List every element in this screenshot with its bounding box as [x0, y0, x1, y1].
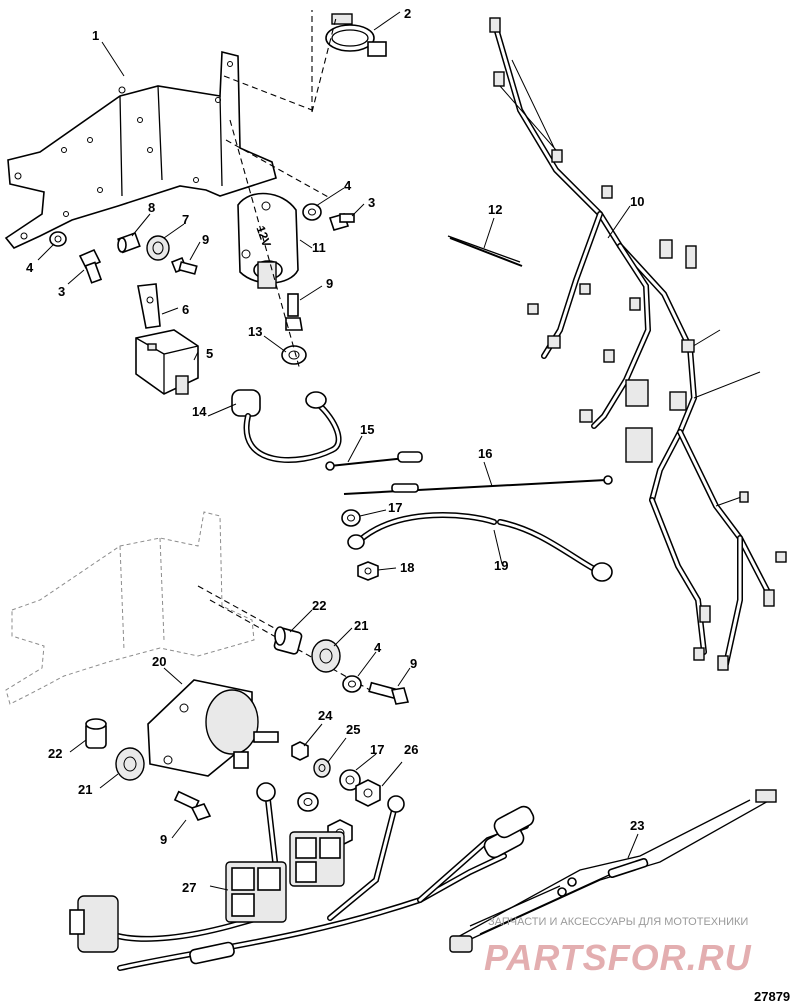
callout-3: 3 — [368, 195, 375, 210]
relay-harness-27 — [69, 782, 535, 971]
callout-4: 4 — [26, 260, 34, 275]
voltage-module: 12V — [237, 192, 299, 289]
mounting-bracket — [4, 50, 277, 249]
washer-4a — [49, 231, 67, 247]
callout-12: 12 — [488, 202, 502, 217]
grommet-21b — [115, 747, 145, 781]
callout-27: 27 — [182, 880, 196, 895]
figure-number: 27879 — [754, 989, 790, 1004]
callout-17: 17 — [388, 500, 402, 515]
grommet-7 — [146, 235, 170, 261]
screw-9d — [173, 790, 212, 821]
leader-lines — [37, 11, 639, 891]
callout-5: 5 — [206, 346, 213, 361]
screw-9b — [285, 293, 303, 331]
grommet-21a — [311, 639, 341, 673]
nut-26 — [355, 779, 381, 807]
callout-22: 22 — [312, 598, 326, 613]
cable-15 — [325, 451, 423, 471]
callout-9: 9 — [160, 832, 167, 847]
callout-25: 25 — [346, 722, 360, 737]
callout-15: 15 — [360, 422, 374, 437]
callout-22: 22 — [48, 746, 62, 761]
wire-harness-10 — [489, 17, 787, 671]
washer-4b — [302, 203, 322, 221]
jumper-harness-23 — [449, 789, 777, 953]
callout-19: 19 — [494, 558, 508, 573]
rod-12 — [447, 235, 523, 267]
callout-10: 10 — [630, 194, 644, 209]
callout-6: 6 — [182, 302, 189, 317]
callout-7: 7 — [182, 212, 189, 227]
callout-4: 4 — [344, 178, 352, 193]
callout-16: 16 — [478, 446, 492, 461]
washer-17a — [341, 509, 361, 527]
callout-4: 4 — [374, 640, 382, 655]
washer-4c — [342, 675, 362, 693]
callout-11: 11 — [312, 240, 326, 255]
screw-3b — [328, 213, 355, 231]
module-marking: 12V — [253, 224, 273, 249]
washer-extra — [297, 792, 319, 812]
callout-9: 9 — [410, 656, 417, 671]
cable-16 — [343, 475, 613, 495]
callout-9: 9 — [326, 276, 333, 291]
bushing-8 — [117, 231, 141, 254]
callout-14: 14 — [192, 404, 207, 419]
washer-17b — [339, 769, 361, 791]
callout-18: 18 — [400, 560, 414, 575]
watermark: ЗАПЧАСТИ И АКСЕССУАРЫ ДЛЯ МОТОТЕХНИКИ PA… — [484, 916, 752, 978]
relay — [135, 329, 199, 395]
washer-13 — [281, 345, 307, 365]
bushing-22b — [85, 718, 107, 749]
watermark-brand: PARTSFOR.RU — [484, 937, 752, 978]
callout-20: 20 — [152, 654, 166, 669]
nut-18 — [357, 561, 379, 581]
callout-23: 23 — [630, 818, 644, 833]
screw-3a — [78, 248, 103, 284]
bushing-22a — [273, 626, 303, 655]
callout-9: 9 — [202, 232, 209, 247]
callout-13: 13 — [248, 324, 262, 339]
callout-2: 2 — [404, 6, 411, 21]
callout-26: 26 — [404, 742, 418, 757]
cable-19 — [347, 512, 613, 582]
callout-numbers: 1 2 4 3 8 7 9 4 3 11 9 12 10 6 5 13 14 1… — [26, 6, 644, 895]
nut-24 — [291, 741, 309, 761]
callout-21: 21 — [354, 618, 368, 633]
callout-3: 3 — [58, 284, 65, 299]
callout-21: 21 — [78, 782, 92, 797]
callout-24: 24 — [318, 708, 333, 723]
screw-9a — [170, 256, 198, 275]
callout-8: 8 — [148, 200, 155, 215]
hose-clamp — [325, 13, 387, 57]
relay-bracket — [137, 283, 161, 329]
watermark-caption: ЗАПЧАСТИ И АКСЕССУАРЫ ДЛЯ МОТОТЕХНИКИ — [488, 916, 748, 928]
callout-17: 17 — [370, 742, 384, 757]
screw-9c — [368, 681, 410, 705]
nut-25 — [313, 758, 331, 778]
battery-cable-14 — [231, 389, 342, 463]
callout-1: 1 — [92, 28, 99, 43]
starter-solenoid — [147, 679, 279, 777]
